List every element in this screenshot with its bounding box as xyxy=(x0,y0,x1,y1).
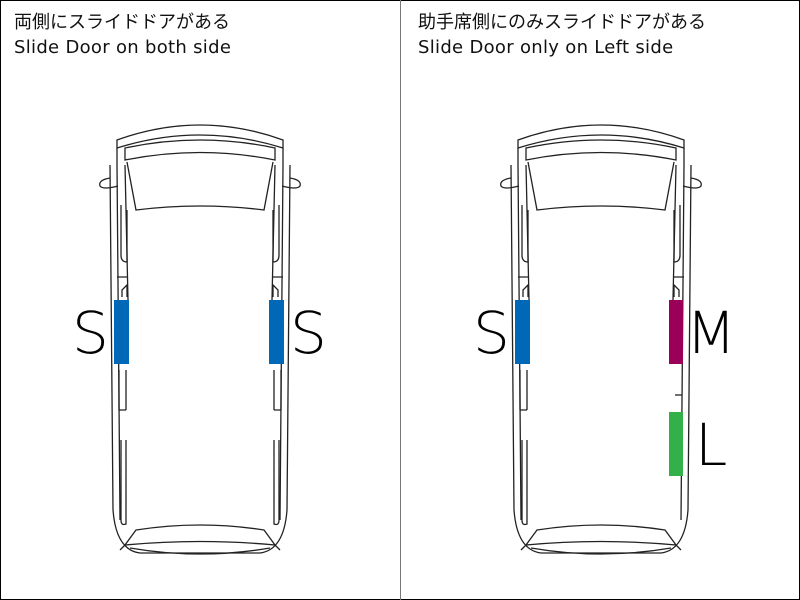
panel-title-en: Slide Door on both side xyxy=(14,37,232,58)
door-label-middle: M xyxy=(686,299,737,367)
van-top-view-icon xyxy=(500,124,702,555)
panel-title-en: Slide Door only on Left side xyxy=(418,37,674,58)
door-middle-right xyxy=(669,300,683,364)
panel-divider xyxy=(400,0,401,600)
slide-door-right xyxy=(269,300,284,364)
panel-title-jp: 両側にスライドドアがある xyxy=(14,12,230,33)
door-label-left: S xyxy=(72,299,109,367)
door-label-right: S xyxy=(290,299,327,367)
door-lower-right xyxy=(669,412,683,476)
slide-door-left xyxy=(515,300,530,364)
panel-both-sides: 両側にスライドドアがある Slide Door on both side xyxy=(14,12,327,555)
slide-door-left xyxy=(114,300,129,364)
panel-title-jp: 助手席側にのみスライドドアがある xyxy=(418,12,706,33)
van-top-view-icon xyxy=(99,124,301,555)
door-label-lower: L xyxy=(695,411,728,479)
door-label-left: S xyxy=(473,299,510,367)
panel-left-only: 助手席側にのみスライドドアがある Slide Door only on Left… xyxy=(401,0,800,600)
